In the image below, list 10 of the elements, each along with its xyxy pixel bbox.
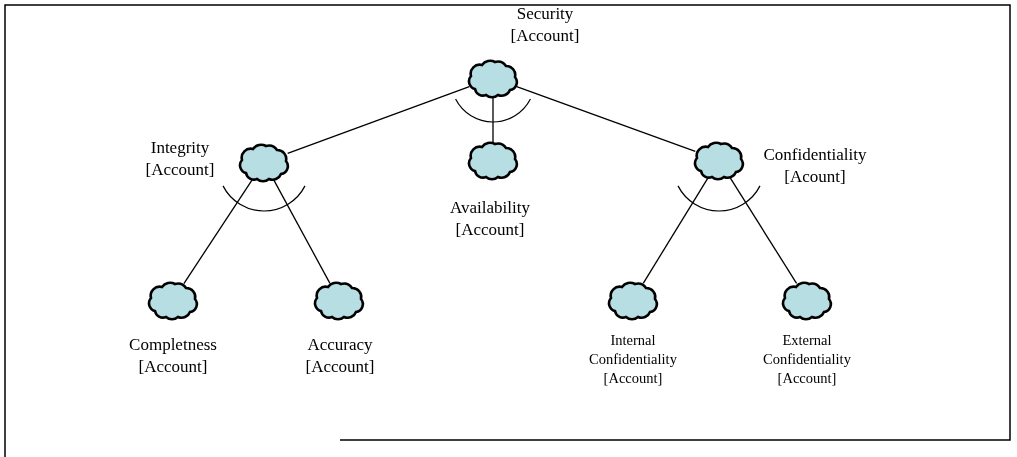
node-label: Internal Confidentiality [Account] <box>588 331 678 388</box>
node-label: Completness [Account] <box>128 334 218 379</box>
node-label: Security [Account] <box>509 3 581 48</box>
node-label: Accuracy [Account] <box>304 334 376 379</box>
node-label: External Confidentiality [Account] <box>762 331 852 388</box>
node-label: Integrity [Account] <box>144 137 216 182</box>
connector-line <box>516 85 696 153</box>
node-label: Availability [Account] <box>449 197 531 242</box>
connector-line <box>287 86 470 154</box>
node-label: Confidentiality [Acount] <box>762 144 868 189</box>
